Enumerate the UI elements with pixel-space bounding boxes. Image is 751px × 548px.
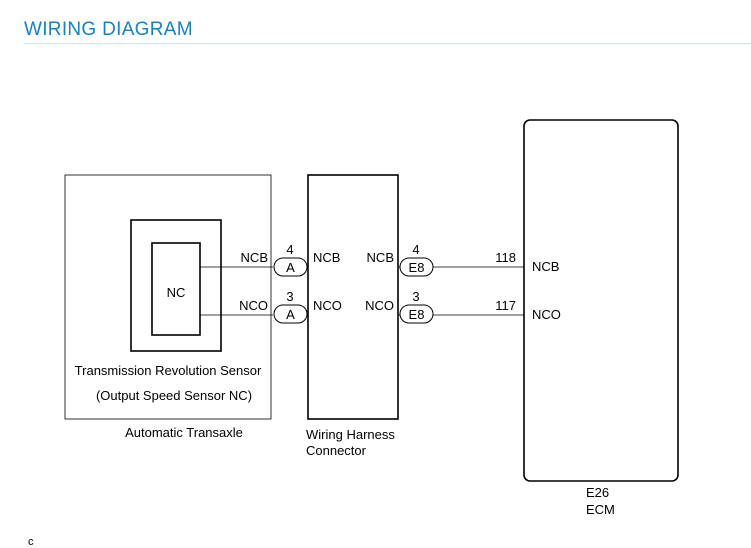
sensor-pin-label: NCB [241, 250, 268, 265]
connector-e8-label: E8 [409, 260, 425, 275]
footer-mark: c [28, 536, 34, 548]
ecm-signal-label: NCO [532, 307, 561, 322]
sensor-inner-box [151, 242, 201, 336]
harness-in-label: NCO [313, 298, 342, 313]
title-divider [24, 43, 751, 44]
ecm-code: E26 [586, 485, 609, 500]
sensor-outer-box [130, 219, 222, 352]
connector-a-label: A [286, 260, 295, 275]
harness-label-line2: Connector [306, 443, 367, 458]
connector-e8-label: E8 [409, 307, 425, 322]
ecm-box [523, 119, 679, 482]
sensor-name: Transmission Revolution Sensor [75, 363, 262, 378]
connector-a-label: A [286, 307, 295, 322]
connector-e8 [399, 304, 434, 324]
ecm-name: ECM [586, 502, 615, 517]
transaxle-label: Automatic Transaxle [125, 425, 243, 440]
wire-ncb: NCB 4 A NCB NCB 4 E8 118 NCB [200, 242, 559, 277]
connector-a [273, 257, 308, 277]
harness-in-label: NCB [313, 250, 340, 265]
connector-e8-pin: 3 [412, 289, 419, 304]
connector-e8-pin: 4 [412, 242, 419, 257]
harness-out-label: NCB [367, 250, 394, 265]
ecm-pin-number: 117 [495, 298, 516, 313]
sensor-subname: (Output Speed Sensor NC) [96, 388, 252, 403]
connector-a [273, 304, 308, 324]
harness-label-line1: Wiring Harness [306, 427, 395, 442]
sensor-pin-label: NCO [239, 298, 268, 313]
wire-nco: NCO 3 A NCO NCO 3 E8 117 NCO [200, 289, 561, 324]
sensor-inner-label: NC [167, 285, 186, 300]
transaxle-housing [64, 174, 272, 420]
connector-e8 [399, 257, 434, 277]
harness-connector-box [307, 174, 399, 420]
connector-a-pin: 3 [286, 289, 293, 304]
ecm-signal-label: NCB [532, 259, 559, 274]
harness-out-label: NCO [365, 298, 394, 313]
ecm-pin-number: 118 [495, 250, 516, 265]
connector-a-pin: 4 [286, 242, 293, 257]
page-title: WIRING DIAGRAM [24, 19, 193, 40]
